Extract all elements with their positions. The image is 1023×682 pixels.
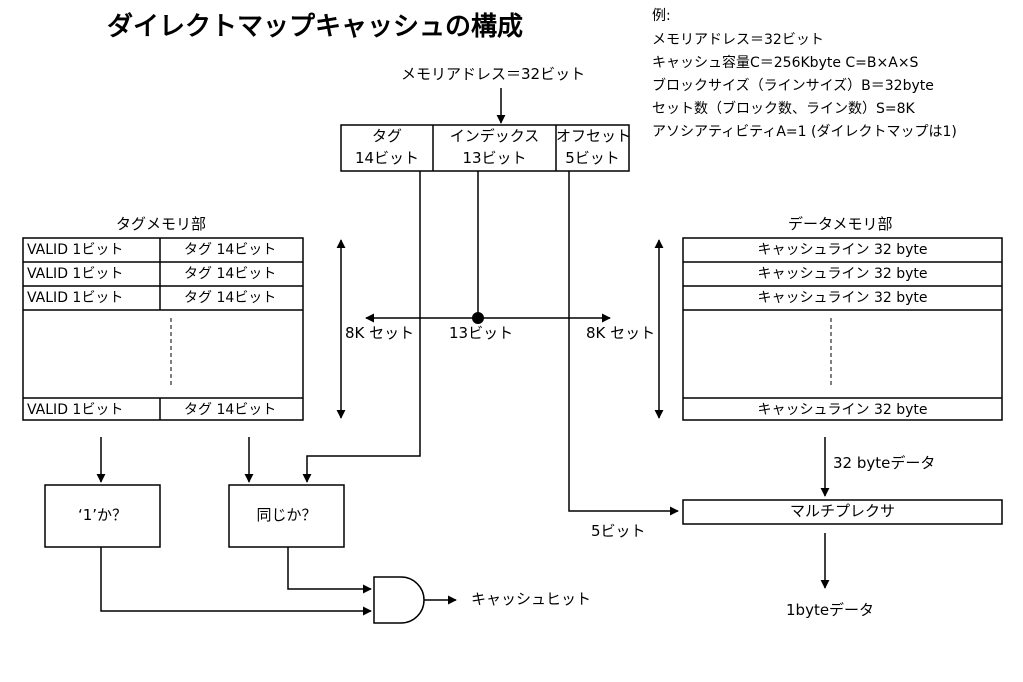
- offset-bits-label: 5ビット: [591, 522, 646, 540]
- field-index-bits: 13ビット: [462, 149, 527, 167]
- address-register: [340, 124, 630, 172]
- example-line: アソシアティビティA=1 (ダイレクトマップは1): [652, 124, 957, 140]
- tag-memory-block: [22, 237, 304, 421]
- valid-bit-cell: VALID 1ビット: [27, 290, 124, 306]
- cache-line-cell: キャッシュライン 32 byte: [757, 266, 928, 282]
- index-bits-label: 13ビット: [449, 324, 514, 342]
- address-label: メモリアドレス＝32ビット: [401, 65, 586, 83]
- and-gate: [373, 576, 425, 624]
- cache-line-cell: キャッシュライン 32 byte: [757, 402, 928, 418]
- tag-cell: タグ 14ビット: [184, 266, 277, 282]
- example-heading: 例:: [652, 8, 671, 24]
- field-tag-bits: 14ビット: [354, 149, 420, 167]
- tag-cell: タグ 14ビット: [184, 242, 277, 258]
- set-count-right: 8K セット: [586, 324, 656, 342]
- field-offset-name: オフセット: [556, 127, 632, 145]
- example-line: メモリアドレス＝32ビット: [652, 32, 824, 48]
- index-junction-dot: [472, 312, 484, 324]
- set-count-left: 8K セット: [345, 324, 415, 342]
- valid-check-box: [44, 484, 161, 548]
- field-index-name: インデックス: [449, 127, 540, 145]
- data-memory-label: データメモリ部: [788, 215, 893, 233]
- valid-check-label: ‘1’か？: [77, 506, 128, 524]
- data-out-label: 32 byteデータ: [833, 454, 936, 472]
- tag-memory-label: タグメモリ部: [116, 215, 207, 233]
- valid-bit-cell: VALID 1ビット: [27, 242, 124, 258]
- tag-cell: タグ 14ビット: [184, 402, 277, 418]
- cache-line-cell: キャッシュライン 32 byte: [757, 242, 928, 258]
- multiplexer-box: [682, 499, 1003, 525]
- multiplexer-label: マルチプレクサ: [789, 502, 895, 520]
- example-line: セット数（ブロック数、ライン数）S=8K: [652, 101, 915, 117]
- field-tag-name: タグ: [371, 127, 402, 145]
- example-line: キャッシュ容量C＝256Kbyte C=B×A×S: [652, 55, 919, 71]
- page-title: ダイレクトマップキャッシュの構成: [107, 12, 524, 42]
- tag-cell: タグ 14ビット: [184, 290, 277, 306]
- cache-hit-label: キャッシュヒット: [471, 590, 592, 608]
- field-offset-bits: 5ビット: [565, 149, 620, 167]
- valid-bit-cell: VALID 1ビット: [27, 402, 124, 418]
- valid-bit-cell: VALID 1ビット: [27, 266, 124, 282]
- cache-line-cell: キャッシュライン 32 byte: [757, 290, 928, 306]
- data-memory-block: [682, 237, 1003, 421]
- byte-out-label: 1byteデータ: [786, 601, 875, 619]
- example-line: ブロックサイズ（ラインサイズ）B＝32byte: [652, 78, 934, 94]
- tag-compare-box: [228, 484, 345, 548]
- tag-compare-label: 同じか？: [256, 506, 317, 524]
